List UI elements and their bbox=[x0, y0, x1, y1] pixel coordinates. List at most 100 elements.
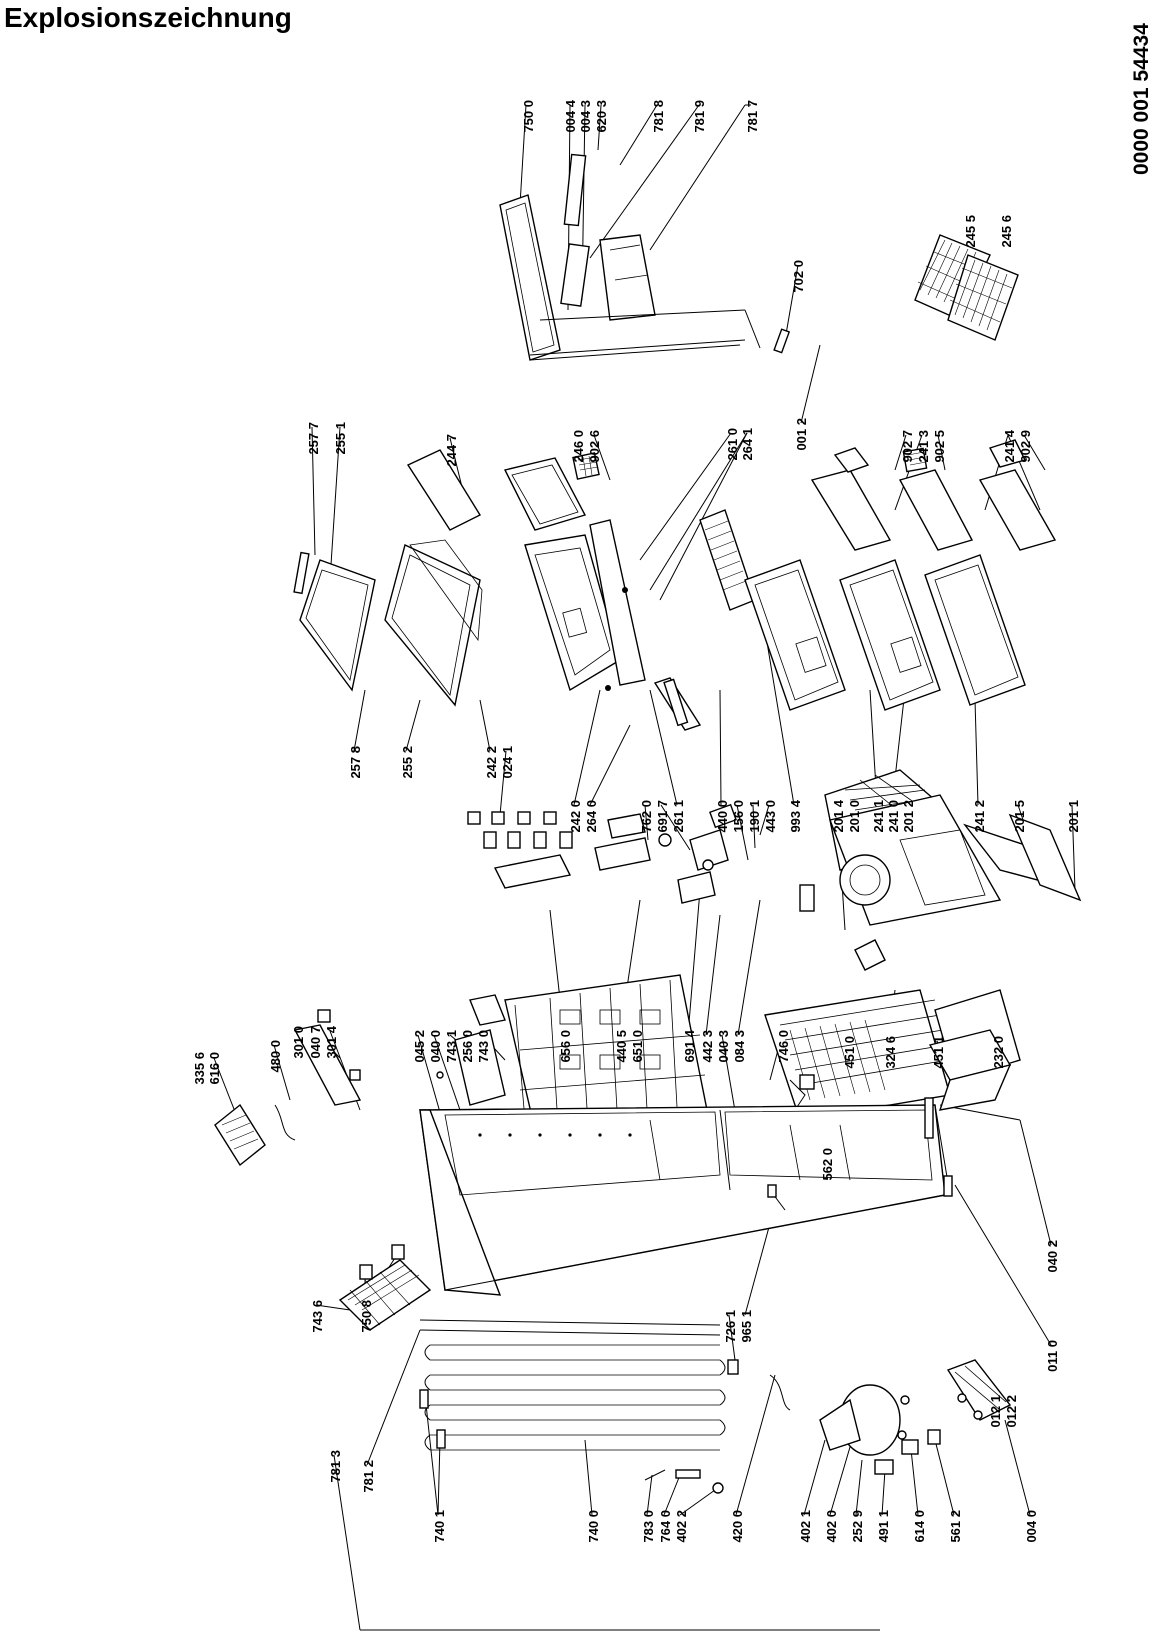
part-number-label: 245 5 bbox=[963, 215, 978, 248]
part-number-label: 614 0 bbox=[912, 1510, 927, 1543]
part-number-label: 257 8 bbox=[348, 746, 363, 779]
fan-housing-201 bbox=[799, 769, 1082, 926]
part-number-label: 232 0 bbox=[991, 1036, 1006, 1069]
part-number-label: 902 9 bbox=[1018, 430, 1033, 463]
part-number-label: 264 0 bbox=[584, 800, 599, 833]
cover-244-7 bbox=[406, 449, 481, 531]
part-number-label: 656 0 bbox=[558, 1030, 573, 1063]
part-number-label: 402 1 bbox=[798, 1510, 813, 1543]
part-number-label: 004 3 bbox=[578, 100, 593, 133]
part-number-label: 902 5 bbox=[932, 430, 947, 463]
part-number-label: 750 0 bbox=[521, 100, 536, 133]
part-number-label: 965 1 bbox=[739, 1310, 754, 1343]
part-number-label: 743 6 bbox=[310, 1300, 325, 1333]
part-number-label: 241 3 bbox=[916, 430, 931, 463]
part-number-label: 261 1 bbox=[671, 800, 686, 833]
crisper-drawer-242 bbox=[524, 519, 646, 692]
light-cover-301 bbox=[293, 1009, 362, 1106]
part-number-label: 440 0 bbox=[715, 800, 730, 833]
compressor-402 bbox=[769, 1374, 941, 1475]
part-number-label: 246 0 bbox=[571, 430, 586, 463]
part-number-label: 691 7 bbox=[655, 800, 670, 833]
part-number-label: 264 1 bbox=[740, 428, 755, 461]
egg-tray-261 bbox=[653, 677, 702, 731]
control-unit-440 bbox=[677, 803, 737, 904]
freezer-drawer-241-2 bbox=[924, 554, 1026, 706]
part-number-label: 257 7 bbox=[306, 422, 321, 455]
part-number-label: 040 3 bbox=[716, 1030, 731, 1063]
part-number-label: 301 4 bbox=[324, 1025, 339, 1058]
part-number-label: 702 0 bbox=[791, 260, 806, 293]
part-number-label: 902 6 bbox=[587, 430, 602, 463]
freezer-lids-241 bbox=[810, 439, 1057, 551]
drip-tray-232 bbox=[928, 1029, 1012, 1111]
part-number-label: 691 4 bbox=[682, 1029, 697, 1062]
part-number-label: 201 1 bbox=[1066, 800, 1081, 833]
lid-246 bbox=[503, 452, 600, 531]
part-number-label: 616 0 bbox=[207, 1052, 222, 1085]
thermostat-743 bbox=[436, 994, 506, 1106]
part-number-label: 012 2 bbox=[1004, 1395, 1019, 1428]
part-number-label: 902 7 bbox=[900, 430, 915, 463]
part-number-label: 242 2 bbox=[484, 746, 499, 779]
part-number-label: 201 4 bbox=[831, 799, 846, 832]
shelf-255-1 bbox=[293, 551, 376, 692]
part-number-label: 783 0 bbox=[641, 1510, 656, 1543]
part-number-label: 480 0 bbox=[268, 1040, 283, 1073]
part-number-label: 004 0 bbox=[1024, 1510, 1039, 1543]
freezer-drawer-241-0 bbox=[839, 559, 941, 711]
part-number-label: 993 4 bbox=[788, 799, 803, 832]
part-number-label: 001 2 bbox=[794, 418, 809, 451]
grid-993-4 bbox=[699, 509, 756, 611]
part-number-label: 301 0 bbox=[291, 1026, 306, 1059]
base-plate-004 bbox=[946, 1359, 1012, 1421]
filter-drier-764 bbox=[644, 1359, 739, 1494]
part-number-label: 740 1 bbox=[432, 1510, 447, 1543]
part-number-label: 084 3 bbox=[732, 1030, 747, 1063]
part-number-label: 012 1 bbox=[988, 1395, 1003, 1428]
part-number-label: 451 0 bbox=[842, 1036, 857, 1069]
part-number-label: 562 0 bbox=[820, 1148, 835, 1181]
part-number-label: 442 3 bbox=[700, 1030, 715, 1063]
part-number-label: 156 0 bbox=[731, 800, 746, 833]
part-number-label: 620 3 bbox=[594, 100, 609, 133]
part-number-label: 402 2 bbox=[674, 1510, 689, 1543]
part-number-label: 201 2 bbox=[901, 800, 916, 833]
part-number-label: 750 8 bbox=[359, 1300, 374, 1333]
part-number-label: 740 0 bbox=[586, 1510, 601, 1543]
part-number-label: 726 1 bbox=[723, 1310, 738, 1343]
part-number-label: 746 0 bbox=[776, 1030, 791, 1063]
part-number-label: 244 7 bbox=[444, 434, 459, 467]
part-number-label: 561 2 bbox=[948, 1510, 963, 1543]
part-number-label: 242 0 bbox=[568, 800, 583, 833]
part-number-label: 440 5 bbox=[614, 1030, 629, 1063]
part-number-label: 651 0 bbox=[630, 1030, 645, 1063]
part-number-label: 011 0 bbox=[1045, 1340, 1060, 1372]
freezer-drawer-241-1 bbox=[744, 559, 846, 711]
freezer-grids-245 bbox=[914, 234, 1019, 341]
drawer-255-2 bbox=[384, 539, 483, 707]
condenser-740 bbox=[419, 1319, 726, 1451]
part-number-label: 420 0 bbox=[730, 1510, 745, 1543]
part-number-label: 443 0 bbox=[763, 800, 778, 833]
part-number-label: 781 8 bbox=[651, 100, 666, 133]
part-number-label: 045 2 bbox=[412, 1030, 427, 1063]
part-number-label: 335 6 bbox=[192, 1052, 207, 1085]
part-number-label: 004 4 bbox=[563, 99, 578, 132]
part-number-label: 451 1 bbox=[931, 1036, 946, 1069]
heater-562 bbox=[789, 1074, 815, 1111]
part-number-label: 762 0 bbox=[639, 800, 654, 833]
part-number-label: 201 0 bbox=[847, 800, 862, 833]
part-number-label: 241 4 bbox=[1002, 429, 1017, 462]
part-number-label: 743 1 bbox=[444, 1030, 459, 1063]
part-number-label: 261 0 bbox=[725, 428, 740, 461]
part-number-label: 781 2 bbox=[361, 1460, 376, 1493]
water-filter-781 bbox=[539, 153, 791, 354]
door-basket-743-6 bbox=[338, 1244, 432, 1331]
part-number-label: 201 5 bbox=[1012, 800, 1027, 833]
part-number-label: 491 1 bbox=[876, 1510, 891, 1543]
part-number-label: 781 3 bbox=[328, 1450, 343, 1483]
part-number-label: 255 2 bbox=[400, 746, 415, 779]
